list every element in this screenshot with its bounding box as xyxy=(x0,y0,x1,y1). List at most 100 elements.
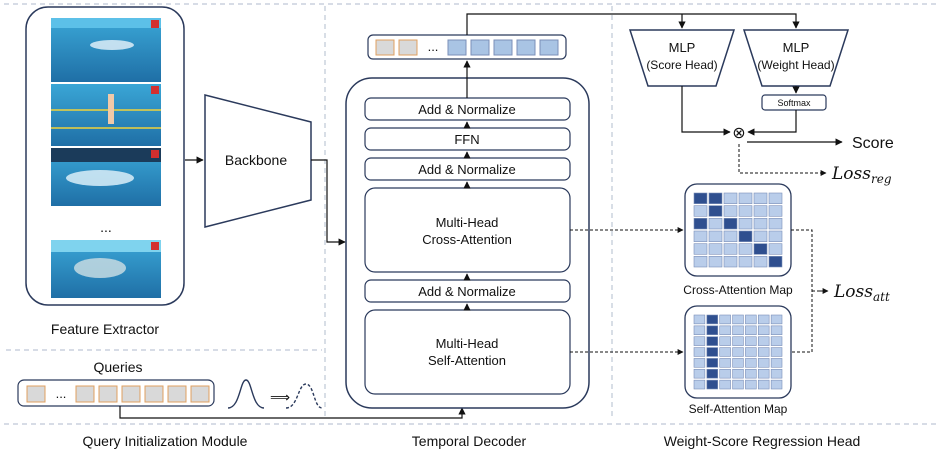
add-norm-top-label: Add & Normalize xyxy=(418,102,516,117)
query-token xyxy=(190,385,210,403)
query-token xyxy=(26,385,46,403)
attention-cell xyxy=(719,347,731,357)
arrow-score-head-to-multiply xyxy=(681,86,731,136)
arrow-backbone-to-decoder xyxy=(311,159,346,246)
attention-cell xyxy=(706,314,719,325)
attention-cell xyxy=(738,192,753,204)
cross-attention-line2: Cross-Attention xyxy=(422,232,512,247)
self-map-label: Self-Attention Map xyxy=(689,402,788,416)
attention-cell xyxy=(745,368,757,379)
query-token xyxy=(167,385,187,403)
attention-cell xyxy=(719,336,731,346)
attention-cell xyxy=(745,358,757,368)
video-frame xyxy=(51,18,161,82)
attention-cell xyxy=(708,256,723,268)
ffn-label: FFN xyxy=(454,132,479,147)
attention-cell xyxy=(693,347,706,357)
self-attention-map xyxy=(693,314,783,390)
output-tokens: ... xyxy=(375,39,559,56)
attention-cell xyxy=(719,314,731,325)
feature-extractor-label: Feature Extractor xyxy=(51,321,159,337)
attention-cell xyxy=(693,218,708,230)
cross-attention-line1: Multi-Head xyxy=(436,215,499,230)
softmax-block xyxy=(761,94,827,111)
arrow-output-to-heads xyxy=(466,13,800,35)
attention-cell xyxy=(768,218,783,230)
multiply-icon: ⊗ xyxy=(732,125,745,142)
attention-cell xyxy=(770,368,783,379)
attention-cell xyxy=(753,205,768,217)
arrow-softmax-to-multiply xyxy=(747,110,797,136)
video-frame xyxy=(51,148,161,206)
attention-cell xyxy=(723,218,738,230)
mlp-score-line2: (Score Head) xyxy=(646,58,717,72)
loss-att-main: Loss xyxy=(833,282,873,302)
query-ellipsis: ... xyxy=(56,386,67,401)
loss-reg-label: Lossreg xyxy=(831,164,892,186)
attention-cell xyxy=(768,256,783,268)
attention-cell xyxy=(753,230,768,242)
attention-cell xyxy=(738,230,753,242)
double-arrow-icon: ⟹ xyxy=(270,389,290,405)
cross-map-label: Cross-Attention Map xyxy=(683,283,793,297)
regression-head-label: Weight-Score Regression Head xyxy=(664,433,861,449)
attention-cell xyxy=(732,325,744,336)
attention-cell xyxy=(757,358,770,368)
attention-cell xyxy=(732,368,744,379)
self-attention-block xyxy=(364,309,571,395)
attention-cell xyxy=(770,379,783,390)
attention-cell xyxy=(745,336,757,346)
attention-cell xyxy=(706,368,719,379)
attention-cell xyxy=(745,379,757,390)
attention-cell xyxy=(706,358,719,368)
attention-cell xyxy=(723,256,738,268)
output-token xyxy=(470,39,490,56)
attention-cell xyxy=(693,230,708,242)
output-token xyxy=(398,39,418,56)
mlp-weight-head xyxy=(742,29,850,87)
output-ellipsis: ... xyxy=(428,39,439,54)
attention-cell xyxy=(738,256,753,268)
queries-bar xyxy=(17,379,215,407)
cross-attention-block xyxy=(364,187,571,273)
attention-cell xyxy=(768,243,783,255)
attention-cell xyxy=(693,243,708,255)
query-token xyxy=(98,385,118,403)
loss-reg-sub: reg xyxy=(871,172,892,186)
output-token xyxy=(516,39,536,56)
attention-cell xyxy=(768,192,783,204)
attention-cell xyxy=(719,379,731,390)
arrow-queries-to-decoder xyxy=(119,406,466,419)
attention-cell xyxy=(745,314,757,325)
output-token xyxy=(375,39,395,56)
attention-cell xyxy=(753,243,768,255)
loss-att-sub: att xyxy=(873,290,890,304)
frames-ellipsis: ... xyxy=(100,219,112,235)
attention-cell xyxy=(706,336,719,346)
attention-cell xyxy=(738,205,753,217)
query-tokens: ... xyxy=(26,385,210,403)
section-dividers xyxy=(4,3,936,425)
attention-cell xyxy=(693,336,706,346)
attention-cell xyxy=(723,243,738,255)
mlp-score-line1: MLP xyxy=(669,40,696,55)
attention-cell xyxy=(723,230,738,242)
attention-cell xyxy=(706,347,719,357)
loss-reg-link xyxy=(738,144,827,176)
query-token xyxy=(144,385,164,403)
attention-cell xyxy=(757,336,770,346)
attention-cell xyxy=(693,192,708,204)
attention-cell xyxy=(770,314,783,325)
attention-cell xyxy=(738,243,753,255)
output-token xyxy=(447,39,467,56)
attention-cell xyxy=(738,218,753,230)
temporal-decoder-label: Temporal Decoder xyxy=(412,433,527,449)
attention-cell xyxy=(757,347,770,357)
video-frames: ... xyxy=(51,18,161,298)
backbone-block xyxy=(204,94,312,228)
attention-cell xyxy=(723,205,738,217)
attention-cell xyxy=(693,256,708,268)
attention-cell xyxy=(768,205,783,217)
add-norm-mid-label: Add & Normalize xyxy=(418,162,516,177)
